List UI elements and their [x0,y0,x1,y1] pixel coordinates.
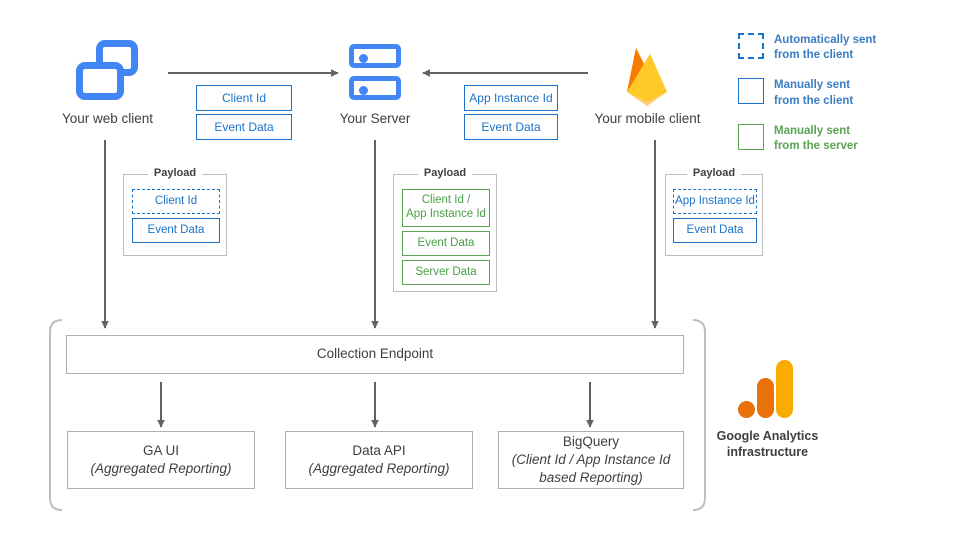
payload-web-title: Payload [147,167,203,179]
output-ga-ui-title: GA UI [142,442,179,458]
legend-manual-client-line2: from the client [774,94,854,107]
mobile-client-node [616,38,678,113]
output-ga-ui-subtitle: (Aggregated Reporting) [90,461,232,476]
web-client-node [76,40,138,100]
firebase-flame-icon [627,48,667,106]
server-racks-icon [349,44,401,100]
payload-mobile-item-event-data: Event Data [673,218,757,243]
google-analytics-logo [737,360,793,418]
transfer-item-event-data: Event Data [464,114,558,140]
payload-server-item-id-line1: Client Id / [421,194,471,207]
output-bigquery-title: BigQuery [562,433,620,449]
transfer-web-to-server: Client Id Event Data [196,85,292,140]
legend-item-auto-client: Automatically sent from the client [738,33,948,63]
payload-mobile: Payload App Instance Id Event Data [665,167,763,256]
legend-manual-client-line1: Manually sent [774,79,851,92]
server-label: Your Server [339,111,411,126]
browser-windows-icon [76,40,138,100]
legend: Automatically sent from the client Manua… [738,33,948,169]
output-box-data-api[interactable]: Data API (Aggregated Reporting) [285,431,473,489]
payload-mobile-item-app-instance-id: App Instance Id [673,189,757,214]
payload-web-item-event-data: Event Data [132,218,220,243]
solid-green-square-icon [738,123,764,150]
mobile-client-label: Your mobile client [594,111,701,126]
payload-server-item-id-line2: App Instance Id [406,208,486,220]
solid-blue-square-icon [738,78,764,105]
dashed-blue-square-icon [738,33,764,59]
payload-mobile-title: Payload [686,167,742,179]
output-box-bigquery[interactable]: BigQuery (Client Id / App Instance Id ba… [498,431,684,489]
server-node [349,44,401,100]
infrastructure-bracket-right [692,319,706,511]
legend-manual-server-line1: Manually sent [774,124,851,137]
payload-server-item-id: Client Id / App Instance Id [402,189,490,227]
output-data-api-title: Data API [352,442,406,458]
ga-caption-line2: infrastructure [726,445,809,460]
collection-endpoint-box[interactable]: Collection Endpoint [66,335,684,374]
transfer-mobile-to-server: App Instance Id Event Data [464,85,558,140]
transfer-item-app-instance-id: App Instance Id [464,85,558,111]
transfer-item-event-data: Event Data [196,114,292,140]
payload-server: Payload Client Id / App Instance Id Even… [393,167,497,292]
legend-manual-server-line2: from the server [774,139,858,152]
legend-item-manual-client: Manually sent from the client [738,78,948,108]
legend-auto-client-line1: Automatically sent [774,34,877,46]
web-client-label: Your web client [61,111,154,126]
payload-web-item-client-id: Client Id [132,189,220,214]
output-bigquery-subtitle-line2: based Reporting) [539,470,643,486]
legend-item-manual-server: Manually sent from the server [738,123,948,154]
infrastructure-bracket-left [49,319,63,511]
google-analytics-branding: Google Analytics infrastructure [710,360,825,461]
output-data-api-subtitle: (Aggregated Reporting) [308,461,450,476]
ga-caption-line1: Google Analytics [716,429,819,443]
payload-web: Payload Client Id Event Data [123,167,227,256]
transfer-item-client-id: Client Id [196,85,292,111]
output-bigquery-subtitle: (Client Id / App Instance Id [511,451,671,467]
output-box-ga-ui[interactable]: GA UI (Aggregated Reporting) [67,431,255,489]
legend-auto-client-line2: from the client [774,49,854,62]
payload-server-item-server-data: Server Data [402,260,490,285]
payload-server-title: Payload [417,167,473,179]
payload-server-item-event-data: Event Data [402,231,490,256]
